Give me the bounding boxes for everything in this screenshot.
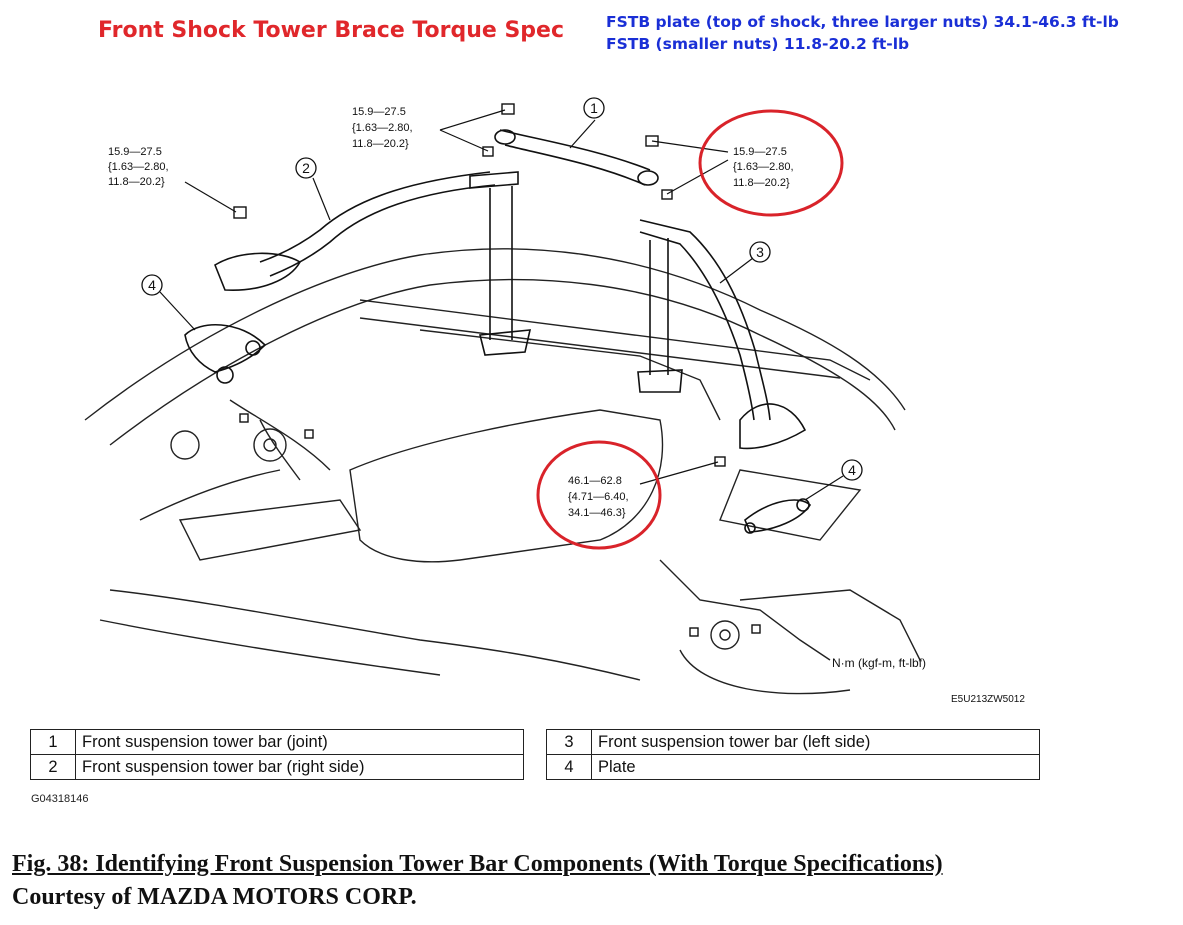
part-number-1: 1	[590, 100, 598, 116]
highlight-circle-plate	[536, 440, 662, 550]
legend-table-left: 1 Front suspension tower bar (joint) 2 F…	[30, 729, 524, 780]
torque-callout-right: 15.9—27.5 {1.63—2.80, 11.8—20.2}	[733, 146, 794, 189]
legend-row: 2 Front suspension tower bar (right side…	[30, 754, 524, 780]
callout-center-line-2: {1.63—2.80,	[352, 122, 413, 134]
units-label: N·m (kgf-m, ft-lbf)	[832, 656, 926, 670]
callout-right-line-3: 11.8—20.2}	[733, 177, 790, 189]
legend-description: Front suspension tower bar (left side)	[591, 729, 1040, 755]
legend-number: 2	[30, 754, 76, 780]
vehicle-body-outline	[84, 248, 921, 695]
legend-description: Front suspension tower bar (right side)	[75, 754, 524, 780]
courtesy-line: Courtesy of MAZDA MOTORS CORP.	[12, 884, 417, 910]
part-number-4-right: 4	[148, 277, 156, 293]
tower-bar-left-side	[637, 219, 807, 450]
callout-right-line-1: 15.9—27.5	[733, 146, 787, 158]
legend-number: 1	[30, 729, 76, 755]
figure-caption: Fig. 38: Identifying Front Suspension To…	[12, 851, 943, 877]
legend-table-right: 3 Front suspension tower bar (left side)…	[546, 729, 1040, 780]
leader-lines	[159, 109, 844, 501]
plate-right	[184, 324, 267, 384]
torque-callout-plate: 46.1—62.8 {4.71—6.40, 34.1—46.3}	[568, 475, 629, 519]
part-number-3: 3	[756, 244, 764, 260]
page-title: Front Shock Tower Brace Torque Spec	[98, 18, 565, 43]
callout-center-line-1: 15.9—27.5	[352, 106, 406, 118]
callout-plate-line-2: {4.71—6.40,	[568, 491, 629, 503]
highlight-circles	[536, 109, 844, 550]
part-number-markers	[141, 97, 863, 481]
legend-row: 3 Front suspension tower bar (left side)	[546, 729, 1040, 755]
plate-left	[744, 498, 812, 534]
callout-left-line-3: 11.8—20.2}	[108, 176, 165, 188]
tower-bar-joint	[494, 129, 659, 186]
callout-right-line-2: {1.63—2.80,	[733, 161, 794, 173]
torque-callout-center: 15.9—27.5 {1.63—2.80, 11.8—20.2}	[352, 106, 413, 150]
legend-description: Front suspension tower bar (joint)	[75, 729, 524, 755]
table-code: G04318146	[31, 793, 89, 805]
legend-description: Plate	[591, 754, 1040, 780]
torque-callout-left: 15.9—27.5 {1.63—2.80, 11.8—20.2}	[108, 146, 169, 188]
highlight-circle-upper-right	[698, 109, 844, 217]
callout-plate-line-1: 46.1—62.8	[568, 475, 622, 487]
spec-line-plate: FSTB plate (top of shock, three larger n…	[606, 13, 1119, 31]
legend-row: 1 Front suspension tower bar (joint)	[30, 729, 524, 755]
spec-line-small-nuts: FSTB (smaller nuts) 11.8-20.2 ft-lb	[606, 35, 910, 53]
callout-center-line-3: 11.8—20.2}	[352, 138, 409, 150]
legend-row: 4 Plate	[546, 754, 1040, 780]
legend-number: 4	[546, 754, 592, 780]
callout-plate-line-3: 34.1—46.3}	[568, 507, 626, 519]
callout-left-line-2: {1.63—2.80,	[108, 161, 169, 173]
tower-bar-right-side	[214, 171, 532, 356]
figure-code: E5U213ZW5012	[951, 694, 1025, 705]
part-number-2: 2	[302, 160, 310, 176]
nuts	[233, 103, 761, 637]
legend-number: 3	[546, 729, 592, 755]
callout-left-line-1: 15.9—27.5	[108, 146, 162, 158]
part-number-4-left: 4	[848, 462, 856, 478]
